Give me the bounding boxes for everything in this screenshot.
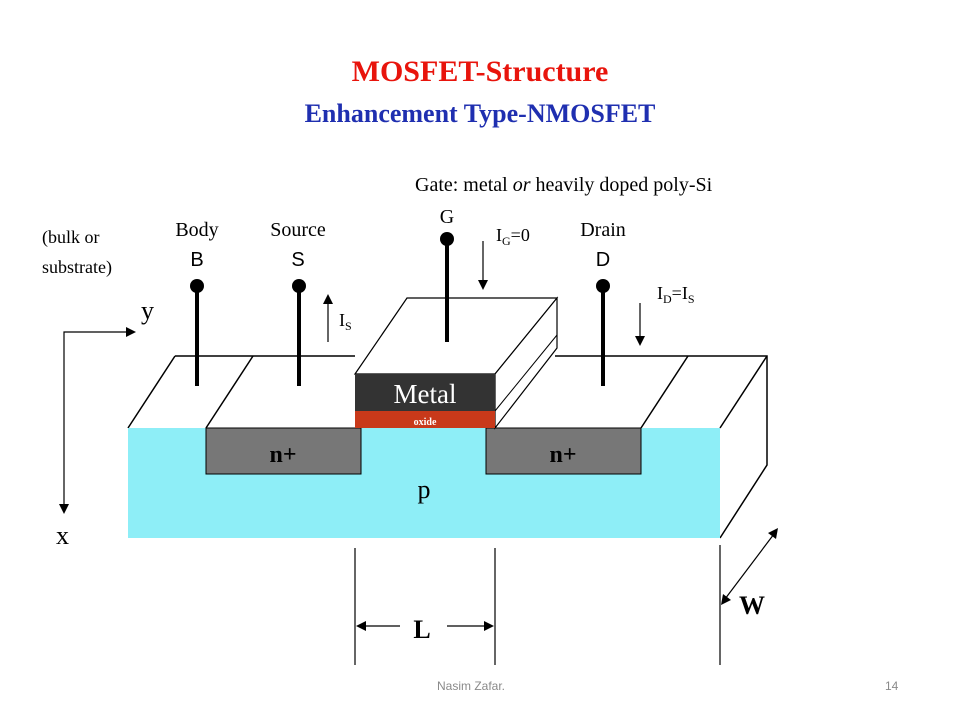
surface-division-line <box>205 355 254 429</box>
y-axis-label: y <box>141 296 154 325</box>
dim-w-arrow <box>724 533 775 600</box>
dim-l-arrowhead-right <box>484 621 494 631</box>
source-terminal-dot <box>292 279 306 293</box>
oxide-layer <box>355 411 495 428</box>
footer-author: Nasim Zafar. <box>437 679 506 693</box>
body-letter: B <box>190 249 203 271</box>
ig-label: IG=0 <box>496 225 530 248</box>
oxide-label: oxide <box>414 417 437 428</box>
x-axis-label: x <box>56 521 69 550</box>
bulk-note-line1: (bulk or <box>42 227 100 248</box>
ig-arrowhead <box>478 280 488 290</box>
drain-terminal-dot <box>596 279 610 293</box>
drain-label: Drain <box>580 219 626 241</box>
axis-lines <box>63 331 128 508</box>
gate-material-note: Gate: metal or heavily doped poly-Si <box>415 174 713 196</box>
metal-label: Metal <box>394 379 457 409</box>
metal-gate <box>355 374 495 411</box>
p-label: p <box>418 475 431 504</box>
slide-title: MOSFET-Structure <box>351 55 609 88</box>
n-plus-drain-region <box>485 427 642 475</box>
gate-layer-edge <box>494 334 558 412</box>
id-arrowhead <box>635 336 645 346</box>
is-label: IS <box>339 310 352 333</box>
bulk-note-line2: substrate) <box>42 257 112 278</box>
is-arrowhead <box>323 294 333 304</box>
x-axis-arrowhead <box>59 504 69 514</box>
source-label: Source <box>270 219 326 241</box>
dim-w-arrowhead-bottom <box>721 594 731 605</box>
gate-letter: G <box>440 206 454 228</box>
dim-l-arrowhead-left <box>356 621 366 631</box>
n-plus-right-label: n+ <box>549 442 576 468</box>
body-label: Body <box>175 219 218 241</box>
y-axis-arrowhead <box>126 327 136 337</box>
dim-w-label: W <box>739 591 765 620</box>
dim-l-label: L <box>413 615 430 644</box>
substrate-top-right-edge <box>719 355 768 429</box>
source-letter: S <box>291 249 304 271</box>
drain-letter: D <box>596 249 610 271</box>
substrate-top-back-edge-right <box>555 355 768 539</box>
substrate-top-left-edge <box>127 355 176 429</box>
surface-division-line <box>640 355 689 429</box>
footer-page-number: 14 <box>885 679 899 693</box>
body-terminal-dot <box>190 279 204 293</box>
slide-subtitle: Enhancement Type-NMOSFET <box>304 99 656 128</box>
n-plus-source-region <box>205 427 362 475</box>
id-label: ID=IS <box>657 283 695 306</box>
dim-w-arrowhead-top <box>768 528 778 539</box>
gate-terminal-dot <box>440 232 454 246</box>
n-plus-left-label: n+ <box>269 442 296 468</box>
